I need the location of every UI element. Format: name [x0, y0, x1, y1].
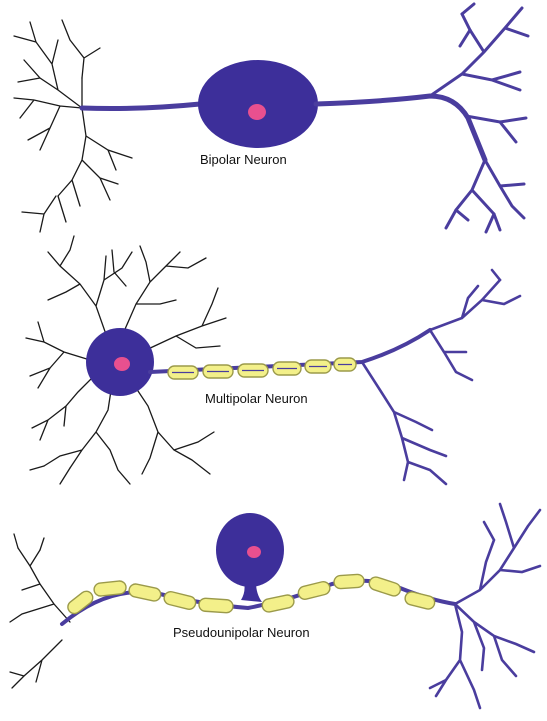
bipolar-axon-left [82, 104, 200, 109]
bipolar-axon-right [316, 96, 485, 160]
multipolar-neuron-label: Multipolar Neuron [205, 391, 308, 406]
multipolar-nucleus [114, 357, 130, 371]
multipolar-neuron [26, 236, 520, 484]
multipolar-myelin-sheath [168, 358, 356, 379]
pseudounipolar-neuron-label: Pseudounipolar Neuron [173, 625, 310, 640]
pseudounipolar-axon-terminals [430, 504, 540, 708]
bipolar-soma [198, 60, 318, 148]
bipolar-right-terminals [430, 4, 528, 232]
bipolar-nucleus [248, 104, 266, 120]
bipolar-left-dendrites [14, 20, 132, 232]
pseudounipolar-nucleus [247, 546, 261, 558]
bipolar-neuron-label: Bipolar Neuron [200, 152, 287, 167]
bipolar-neuron [14, 4, 528, 232]
pseudounipolar-sensory-dendrites [10, 534, 70, 688]
multipolar-axon-terminals [362, 270, 520, 484]
pseudounipolar-neuron [10, 504, 540, 708]
